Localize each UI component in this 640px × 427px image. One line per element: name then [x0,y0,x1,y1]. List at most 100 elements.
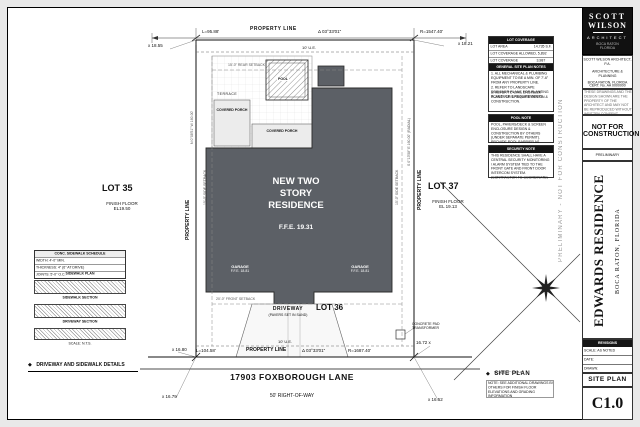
table-row: LOT COVERAGE PROPOSED 3,987 S.F. [489,57,553,64]
property-line-label-right: PROPERTY LINE [417,169,423,211]
info-row: SCALE: AS NOTED [584,349,616,353]
sheet-number: C1.0 [591,395,624,412]
row-value: 3,987 S.F. [536,59,546,63]
driveway-section-detail [34,328,126,340]
details-title: DRIVEWAY AND SIDEWALK DETAILS [36,362,125,368]
general-notes-title: GENERAL SITE PLAN NOTES [496,65,546,70]
grading-note-box: NOTE: SEE ADDITIONAL DRAWINGS BY OTHERS … [486,380,554,398]
curve-length-top: L=95.88' [202,29,220,34]
lot-37-label: LOT 37 [428,181,459,191]
nfc-line1: NOT FOR [591,124,624,131]
row-label: LOT COVERAGE ALLOWED, 40% [490,52,537,56]
terrace-label: TERRACE [217,92,238,96]
row-value: 5,892 S.F. [537,52,547,56]
finish-floor-elevation: EL 19.13 [439,204,457,209]
general-notes-header: GENERAL SITE PLAN NOTES [489,64,553,71]
lot-coverage-title: LOT COVERAGE [506,38,535,43]
right-of-way-label: 50' RIGHT-OF-WAY [269,393,315,399]
transformer-label: CONCRETE PAD TRANSFORMER [412,322,440,330]
schedule-row: THICKNESS: 4" (6" AT DRIVE) [36,266,85,270]
general-notes-box: GENERAL SITE PLAN NOTES 1. ALL MECHANICA… [488,63,554,112]
diamond-bullet-icon: ◆ [486,371,490,377]
lot-35-finish-floor: FINISH FLOOR EL19.50 [100,201,144,211]
property-line-label-left: PROPERTY LINE [185,199,191,241]
bearing-label-right: S 0°13'58" E 160.00' (RADIAL) [407,118,411,167]
front-setback-label: 20'-0" FRONT SETBACK [216,297,256,301]
info-row: DATE: [584,358,595,362]
sidewalk-plan-caption: SIDEWALK PLAN [34,272,126,278]
row-value: 14,735 S.F. [533,45,552,49]
pool-label: POOL [277,77,289,81]
transformer-line2: TRANSFORMER [412,326,440,330]
diamond-bullet-icon: ◆ [28,362,32,368]
firm-name-line1: SCOTT [588,12,627,21]
spot-elevation-16-72: 16.72 x [416,340,431,345]
lot-37-finish-floor: FINISH FLOOR EL 19.13 [426,199,470,209]
firm-tagline2: FLORIDA [599,46,616,50]
garage-ffe: F.F.E. 18.81 [230,269,250,273]
project-name: EDWARDS RESIDENCE [591,174,606,328]
security-note-header: SECURITY NOTE [489,146,553,153]
general-note-3: 3. REFER TO CIVIL ENGINEER PLANS FOR DRA… [491,90,548,103]
garage-ffe: F.F.E. 18.81 [350,269,370,273]
pool-note-header: POOL NOTE [489,115,553,122]
spot-elevation-16-79: x 16.79 [162,394,177,399]
driveway-section-caption: DRIVEWAY SECTION [34,320,126,326]
covered-porch-label-left: COVERED PORCH [216,108,248,112]
revisions-header: REVISIONS [583,340,632,347]
credential-line: ARCHITECTURE & PLANNING [592,69,623,78]
bearing-label-left: N 0°08'51" W 160.00' [190,110,194,145]
spot-elevation-18-55: x 18.55 [148,43,163,48]
curve-delta-bottom: Δ 03°33'01" [302,348,326,353]
transformer-line1: CONCRETE PAD [412,322,440,326]
revisions-title: REVISIONS [597,341,618,346]
nfc-line2: CONSTRUCTION [583,131,640,138]
sheet-title-box: SITE PLAN [582,373,633,387]
property-line-label-top: PROPERTY LINE [250,26,297,32]
project-location: BOCA RATON, FLORIDA [615,208,621,294]
details-callout: ◆ DRIVEWAY AND SIDEWALK DETAILS [28,353,138,372]
spot-elevation-18-21: x 18.21 [458,41,473,46]
copyright-text: THESE DRAWINGS AND THE DESIGN SHOWN ARE … [584,90,632,115]
scale-text: SCALE: N.T.S. [68,342,92,346]
utility-easement-label-bottom: 10' U.E. [278,339,293,344]
copyright-box: THESE DRAWINGS AND THE DESIGN SHOWN ARE … [582,89,633,115]
security-note-box: SECURITY NOTE THIS RESIDENCE SHALL HAVE … [488,145,554,179]
lot-coverage-table: LOT COVERAGE LOT AREA 14,735 S.F. LOT CO… [488,36,554,65]
street-name-label: 17903 FOXBOROUGH LANE [230,372,354,382]
sidewalk-section-caption: SIDEWALK SECTION [34,296,126,302]
site-plan-callout-title: SITE PLAN [494,371,531,377]
security-note-title: SECURITY NOTE [506,147,536,152]
lot-coverage-header: LOT COVERAGE [489,37,553,44]
details-scale: SCALE: N.T.S. [34,342,126,348]
residence-label: NEW TWO STORY RESIDENCE [268,176,324,211]
security-note-body: THIS RESIDENCE SHALL HAVE A CENTRAL SECU… [491,154,550,179]
residence-ffe-label: F.F.E. 19.31 [278,224,314,231]
site-plan-scale: SCALE: 1" = 10'-0" [494,371,554,377]
covered-porch-label-center: COVERED PORCH [266,129,298,133]
curve-radius-bottom: R=1687.40' [348,348,372,353]
credential-line: SCOTT WILSON ARCHITECT, P.A. [583,58,632,66]
table-row: LOT AREA 14,735 S.F. [489,44,553,50]
preliminary-watermark: PRELIMINARY - NOT FOR CONSTRUCTION [558,98,564,262]
finish-floor-text: FINISH FLOOR [432,199,464,204]
garage-title: GARAGE [231,264,249,269]
caption-text: SIDEWALK SECTION [62,296,98,300]
issue-box: PRELIMINARY [582,149,633,161]
general-note-1: 1. ALL MECHANICAL & PLUMBING EQUIPMENT T… [491,72,549,85]
pool-note-body: POOL, PAVERS/DECK & SCREEN ENCLOSURE DES… [491,123,546,144]
not-for-construction-box: NOT FOR CONSTRUCTION [582,115,640,149]
finish-floor-elevation: EL19.50 [113,206,131,211]
caption-text: DRIVEWAY SECTION [62,320,98,324]
sidewalk-plan-detail [34,280,126,294]
general-note-2: 2. REFER TO LANDSCAPE DESIGNER PLANS FOR… [491,86,549,99]
rear-setback-label: 15'-0" REAR SETBACK [228,63,265,67]
finish-floor-text: FINISH FLOOR [106,201,138,206]
curve-radius-top: R=1547.40' [420,29,444,34]
curve-delta-top: Δ 03°33'01" [318,29,342,34]
side-setback-label-left: 15'-0" SIDE SETBACK [203,169,207,206]
sheet-number-box: C1.0 [582,387,633,420]
info-row: DRAWN: [584,367,599,371]
